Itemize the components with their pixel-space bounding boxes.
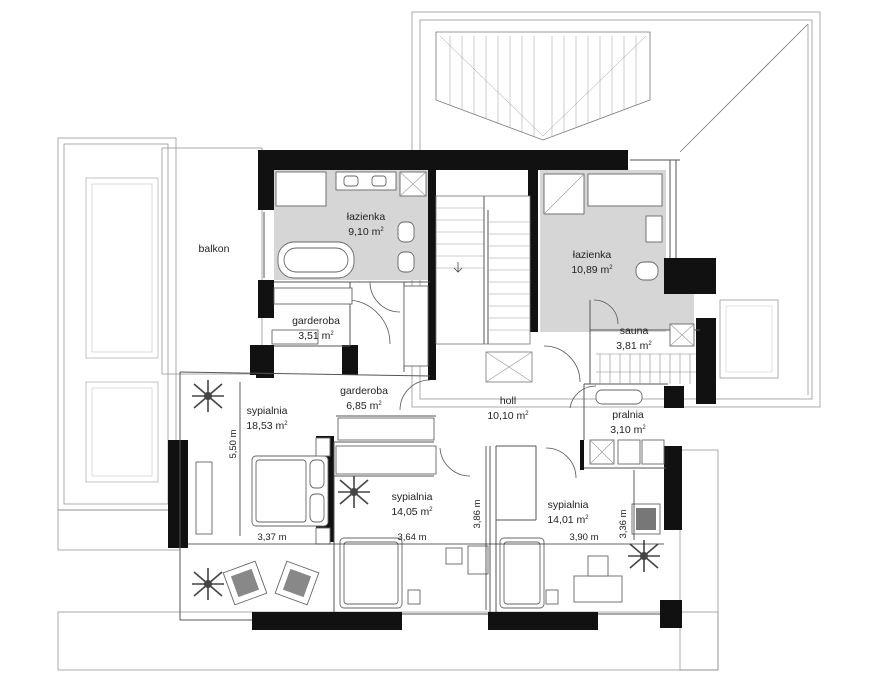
dim-364: 3,64 m [397, 532, 426, 543]
label-sypialnia-3: sypialnia [548, 499, 589, 511]
partitions [179, 159, 700, 621]
dim-337: 3,37 m [257, 532, 286, 543]
bathroom-2-fixtures [543, 173, 696, 384]
area-garderoba-2: 6,85 m2 [346, 400, 382, 412]
staircase [435, 195, 533, 383]
bedroom-1-furniture [195, 437, 331, 606]
area-holl: 10,10 m2 [487, 410, 529, 422]
roof-terrace [411, 11, 821, 408]
label-sypialnia-1: sypialnia [247, 405, 288, 417]
area-garderoba-1: 3,51 m2 [298, 330, 334, 342]
plants [192, 380, 660, 600]
bedroom-3-furniture [499, 503, 661, 609]
walls [168, 150, 716, 630]
label-garderoba-1: garderoba [292, 315, 340, 327]
dimension-lines [188, 382, 664, 610]
dim-550: 5,50 m [228, 429, 239, 458]
bedroom-2-furniture [339, 537, 489, 609]
label-garderoba-2: garderoba [340, 385, 388, 397]
laundry-fixtures [589, 389, 665, 465]
label-pralnia: pralnia [612, 409, 644, 421]
label-balkon: balkon [199, 243, 230, 255]
dim-336: 3,36 m [618, 509, 629, 538]
area-sypialnia-3: 14,01 m2 [547, 514, 589, 526]
dim-390: 3,90 m [569, 532, 598, 543]
front-terrace [57, 299, 779, 671]
area-sypialnia-2: 14,05 m2 [391, 506, 433, 518]
label-sypialnia-2: sypialnia [392, 491, 433, 503]
dim-386: 3,86 m [472, 499, 483, 528]
balcony-terrace [57, 137, 263, 551]
label-sauna: sauna [620, 325, 649, 337]
area-lazienka-2: 10,89 m2 [571, 264, 613, 276]
label-lazienka-1: łazienka [347, 211, 386, 223]
area-sauna: 3,81 m2 [616, 340, 652, 352]
label-holl: holl [500, 395, 516, 407]
area-sypialnia-1: 18,53 m2 [246, 420, 288, 432]
area-pralnia: 3,10 m2 [610, 424, 646, 436]
area-lazienka-1: 9,10 m2 [348, 226, 384, 238]
bathroom-2-floor-ext [590, 290, 694, 330]
wardrobes [271, 285, 437, 475]
bathroom-1-fixtures [275, 171, 427, 279]
doors [349, 281, 619, 479]
label-lazienka-2: łazienka [573, 249, 612, 261]
